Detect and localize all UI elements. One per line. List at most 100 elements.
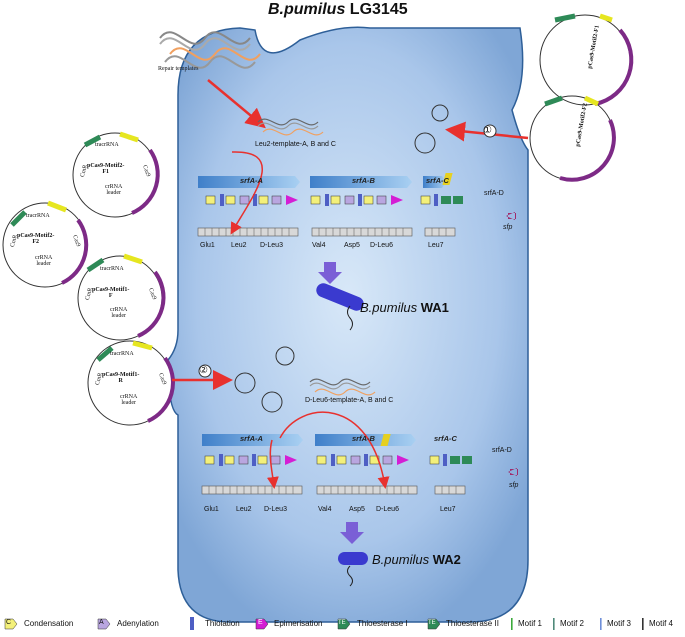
- plasmid-left-1: [72, 131, 160, 218]
- repair-label: Repair templates: [158, 66, 199, 72]
- legend-thiolation: Thiolation: [205, 619, 240, 628]
- edit-arrow-top: [230, 151, 264, 235]
- small-plasmids-bottom: [234, 346, 295, 413]
- step-two-badge: ②: [199, 365, 208, 376]
- domains-module-row-bottom: [204, 454, 472, 466]
- step-one-badge: ①: [483, 125, 492, 136]
- plasmid-top-right-2: [529, 95, 616, 182]
- plasmid-l2-tracr: tracrRNA: [26, 213, 50, 219]
- residue-top-1: Glu1: [200, 242, 215, 249]
- residue-bottom-4: Val4: [318, 506, 332, 513]
- leu-template-label: Leu2-template-A, B and C: [255, 141, 336, 148]
- repair-arrow: [207, 79, 266, 129]
- result-arrow-wa1: [318, 262, 342, 284]
- wa1-species: B.pumilus: [360, 300, 418, 315]
- gene-bar-srfA-C: [423, 176, 446, 188]
- legend-condensation: Condensation: [24, 619, 74, 628]
- residue-top-3: D-Leu3: [260, 242, 283, 249]
- legend-adenylation: Adenylation: [117, 619, 159, 628]
- plasmid-left-4: [87, 340, 175, 426]
- gene-label-sfp: sfp: [503, 224, 513, 231]
- legend-thioesterase-2: Thioesterase II: [446, 619, 499, 628]
- title-species: B.pumilus: [268, 1, 346, 18]
- bacterium-wa2-icon: [338, 552, 368, 587]
- residue-top-2: Leu2: [231, 242, 247, 249]
- gene-label2-srfA-C: srfA-C: [434, 434, 457, 443]
- gene-label-srfA-C: srfA-C: [426, 176, 449, 185]
- residue-bottom-3: D-Leu3: [264, 506, 287, 513]
- gene-label2-srfA-A: srfA-A: [240, 434, 263, 443]
- plasmid-name-l3: pCas9-Motif1-F: [92, 287, 130, 299]
- legend: [4, 617, 644, 630]
- residue-top-6: D-Leu6: [370, 242, 393, 249]
- gene-cluster-bottom: [201, 411, 518, 495]
- plasmid-left-2: [2, 200, 89, 288]
- residue-bottom-1: Glu1: [204, 506, 219, 513]
- gene-bar-srfA-B: [310, 176, 412, 188]
- plasmid-name-l4: pCas9-Motif1-R: [102, 372, 140, 384]
- plasmid-l3-tracr: tracrRNA: [100, 266, 124, 272]
- repair-template-dna-icon: [159, 31, 261, 69]
- legend-motif-2: Motif 2: [560, 619, 585, 628]
- title-strain: LG3145: [349, 1, 408, 18]
- gene-bar-srfA-A: [198, 176, 300, 188]
- legend-motif-1: Motif 1: [518, 619, 543, 628]
- dleu-template-label: D-Leu6-template-A, B and C: [305, 397, 394, 404]
- gene-bar2-srfA-A: [202, 434, 303, 446]
- legend-motif-4: Motif 4: [649, 619, 674, 628]
- residue-bottom-6: D-Leu6: [376, 506, 399, 513]
- edit-arrow-bottom: [279, 411, 390, 489]
- residue-bottom-7: Leu7: [440, 506, 456, 513]
- plasmid-left-3: [77, 253, 166, 341]
- wa2-code: WA2: [432, 552, 461, 567]
- legend-thioesterase-1: Thioesterase I: [357, 619, 408, 628]
- legend-te1-letter: TE: [338, 620, 346, 626]
- legend-e-letter: E: [258, 619, 263, 626]
- strain-wa2-label: B.pumilus WA2: [372, 552, 461, 567]
- residue-ticks-bottom: [208, 486, 457, 494]
- domains-module-row-top: [205, 194, 463, 206]
- residue-ticks-top: [204, 228, 447, 236]
- legend-te2-letter: TE: [428, 620, 436, 626]
- plasmid-l1-tracr: tracrRNA: [95, 142, 119, 148]
- gene-label-srfA-A: srfA-A: [240, 176, 263, 185]
- gene-label2-sfp: sfp: [509, 482, 519, 489]
- residue-top-7: Leu7: [428, 242, 444, 249]
- residue-bottom-5: Asp5: [349, 506, 365, 513]
- sfp-marker: [506, 212, 516, 220]
- gene-bar2-srfA-B: [315, 434, 416, 446]
- bacterium-wa1-icon: [316, 283, 364, 331]
- plasmid-l4-tracr: tracrRNA: [110, 351, 134, 357]
- plasmid-name-l1: pCas9-Motif2-F1: [87, 163, 125, 175]
- wa1-code: WA1: [420, 300, 449, 315]
- plasmid-name-l2: pCas9-Motif2-F2: [17, 233, 55, 245]
- gene-cluster-top: [197, 151, 516, 237]
- result-arrow-wa2: [340, 522, 364, 544]
- edit-arrow-bottom-2: [266, 439, 279, 489]
- legend-a-letter: A: [99, 619, 104, 626]
- plasmid-top-right-1: [539, 13, 634, 106]
- residue-bottom-2: Leu2: [236, 506, 252, 513]
- template-dna-inside-icon: [257, 118, 324, 136]
- srfA-D-marker: [442, 173, 453, 185]
- residue-strips-bottom: [201, 485, 466, 495]
- sfp-marker-2: [508, 468, 518, 476]
- wa2-species: B.pumilus: [372, 552, 430, 567]
- residue-top-4: Val4: [312, 242, 326, 249]
- template-dna-bottom-icon: [309, 378, 376, 396]
- legend-c-letter: C: [6, 619, 12, 626]
- bacterial-cell: [167, 26, 529, 623]
- residue-top-5: Asp5: [344, 242, 360, 249]
- legend-motif-3: Motif 3: [607, 619, 632, 628]
- gene-label-srfA-D: srfA-D: [484, 190, 504, 197]
- gene-label2-srfA-B: srfA-B: [352, 434, 375, 443]
- gene-label2-srfA-D: srfA-D: [492, 447, 512, 454]
- small-plasmids-top: [414, 104, 449, 154]
- figure-title: B.pumilus LG3145: [268, 1, 408, 19]
